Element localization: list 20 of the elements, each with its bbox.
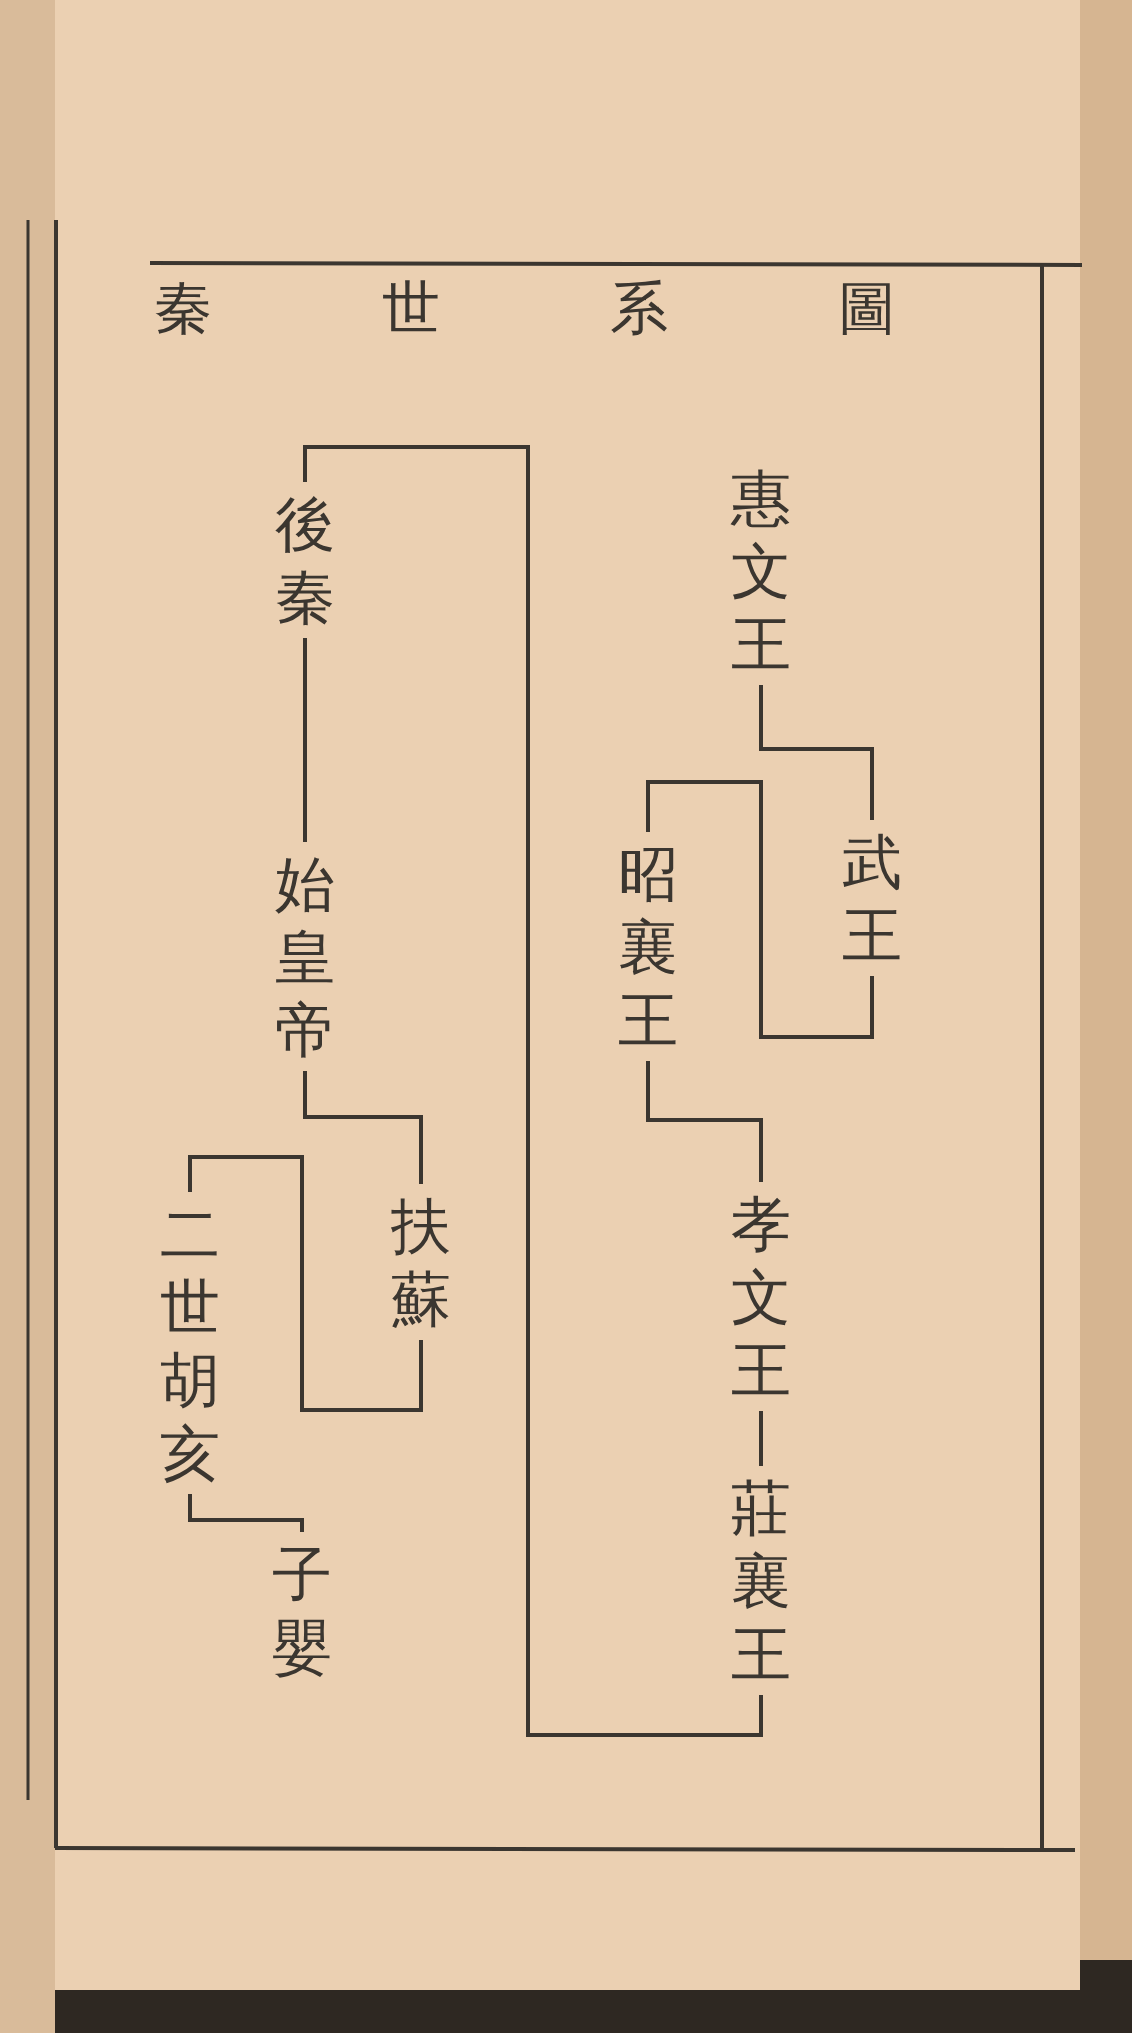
lineage-line — [759, 1411, 763, 1466]
name-label: 武王 — [841, 826, 903, 972]
name-label: 子嬰 — [271, 1538, 333, 1684]
name-label: 二世胡亥 — [159, 1198, 221, 1490]
title: 秦世系圖 — [154, 276, 1066, 340]
lineage-line — [303, 638, 307, 842]
lineage-line — [759, 685, 874, 820]
lineage-line — [646, 1061, 763, 1182]
name-label: 始皇帝 — [274, 848, 336, 1067]
lineage-line — [303, 1071, 423, 1184]
lineage-line — [646, 780, 874, 1039]
name-label: 扶蘇 — [390, 1190, 452, 1336]
name-label: 孝文王 — [730, 1188, 792, 1407]
lineage-line — [303, 445, 763, 1737]
lineage-line — [188, 1155, 423, 1412]
name-label: 惠文王 — [730, 462, 792, 681]
name-label: 莊襄王 — [730, 1472, 792, 1691]
lineage-line — [188, 1494, 304, 1532]
name-label: 昭襄王 — [617, 838, 679, 1057]
name-label: 後秦 — [274, 488, 336, 634]
